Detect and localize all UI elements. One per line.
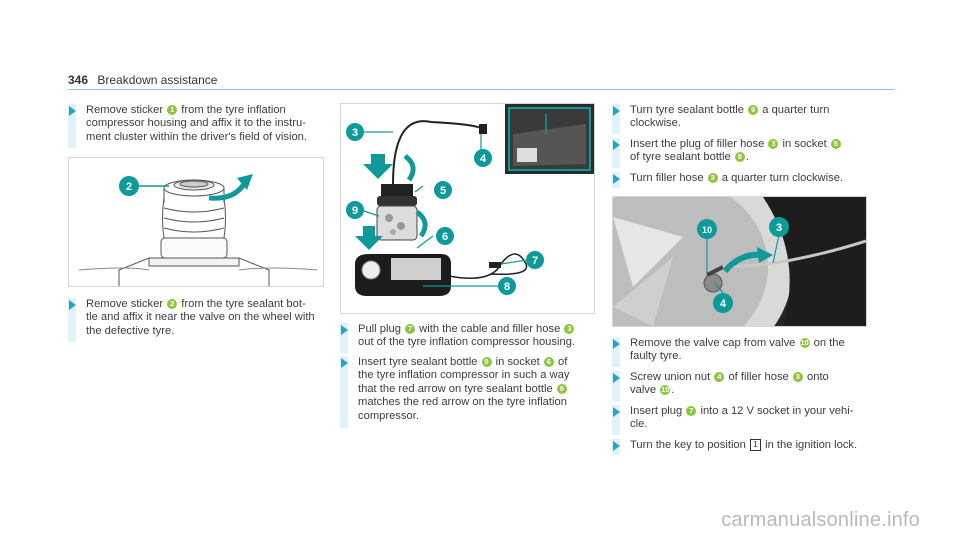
step-insert-plug-socket: Insert plug 7 into a 12 V socket in your… bbox=[612, 405, 872, 435]
compressor-illustration: 3 4 5 9 6 7 8 bbox=[346, 104, 594, 296]
marker-5: 5 bbox=[830, 139, 841, 150]
key-position-1-icon: 1 bbox=[749, 439, 761, 452]
callout-circle bbox=[119, 176, 139, 196]
marker-10: 10 bbox=[799, 338, 810, 349]
page-header: 346 Breakdown assistance bbox=[68, 73, 217, 87]
marker-3: 3 bbox=[768, 139, 779, 150]
callout-4: 4 bbox=[720, 298, 727, 310]
marker-4: 4 bbox=[714, 372, 725, 383]
step-arrow-icon bbox=[613, 373, 620, 383]
callout-6: 6 bbox=[442, 231, 448, 243]
step-screw-union-nut: Screw union nut 4 of filler hose 3 onto … bbox=[612, 371, 872, 401]
marker-7: 7 bbox=[686, 406, 697, 417]
step-arrow-icon bbox=[341, 325, 348, 335]
page-number: 346 bbox=[68, 73, 89, 87]
figure-sealant-bottle-top: 2 bbox=[68, 157, 324, 287]
step-arrow-icon bbox=[613, 407, 620, 417]
marker-10: 10 bbox=[660, 385, 671, 396]
sealant-bottle-illustration: 2 bbox=[78, 174, 318, 286]
header-rule bbox=[68, 89, 895, 90]
step-remove-valve-cap: Remove the valve cap from valve 10 on th… bbox=[612, 337, 872, 367]
section-title: Breakdown assistance bbox=[97, 73, 218, 87]
marker-9: 9 bbox=[748, 105, 759, 116]
callout-8: 8 bbox=[504, 281, 510, 293]
marker-3: 3 bbox=[707, 173, 718, 184]
figure-tyre-valve: 10 3 4 bbox=[612, 196, 867, 327]
step-remove-sticker-1: Remove sticker 1 from the tyre inflation… bbox=[68, 104, 328, 148]
step-arrow-icon bbox=[341, 358, 348, 368]
callout-7: 7 bbox=[532, 255, 538, 267]
step-arrow-icon bbox=[613, 441, 620, 451]
callout-9: 9 bbox=[352, 205, 358, 217]
tyre-valve-illustration: 10 3 4 bbox=[613, 197, 866, 326]
step-insert-bottle: Insert tyre sealant bottle 9 in socket 6… bbox=[340, 356, 605, 428]
callout-3: 3 bbox=[776, 222, 782, 234]
callout-5: 5 bbox=[440, 185, 446, 197]
step-arrow-icon bbox=[613, 106, 620, 116]
step-turn-hose: Turn filler hose 3 a quarter turn clockw… bbox=[612, 172, 872, 188]
marker-1: 1 bbox=[167, 105, 178, 116]
marker-9: 9 bbox=[556, 383, 567, 394]
marker-7: 7 bbox=[405, 324, 416, 335]
step-insert-hose-plug: Insert the plug of filler hose 3 in sock… bbox=[612, 138, 872, 168]
step-turn-bottle: Turn tyre sealant bottle 9 a quarter tur… bbox=[612, 104, 872, 134]
marker-9: 9 bbox=[481, 357, 492, 368]
step-arrow-icon bbox=[613, 174, 620, 184]
callout-10: 10 bbox=[702, 225, 712, 235]
callout-4: 4 bbox=[480, 153, 487, 165]
step-arrow-icon bbox=[613, 339, 620, 349]
step-remove-sticker-2: Remove sticker 2 from the tyre sealant b… bbox=[68, 298, 328, 342]
step-turn-key: Turn the key to position 1 in the igniti… bbox=[612, 439, 872, 455]
step-pull-plug: Pull plug 7 with the cable and filler ho… bbox=[340, 323, 605, 353]
step-arrow-icon bbox=[69, 106, 76, 116]
marker-3: 3 bbox=[564, 324, 575, 335]
watermark: carmanualsonline.info bbox=[721, 509, 920, 531]
marker-2: 2 bbox=[167, 299, 178, 310]
marker-3: 3 bbox=[792, 372, 803, 383]
marker-6: 6 bbox=[543, 357, 554, 368]
figure-compressor-kit: 3 4 5 9 6 7 8 bbox=[340, 103, 595, 314]
marker-9: 9 bbox=[734, 152, 745, 163]
callout-2: 2 bbox=[126, 181, 132, 193]
step-arrow-icon bbox=[613, 140, 620, 150]
step-arrow-icon bbox=[69, 300, 76, 310]
callout-3: 3 bbox=[352, 127, 358, 139]
